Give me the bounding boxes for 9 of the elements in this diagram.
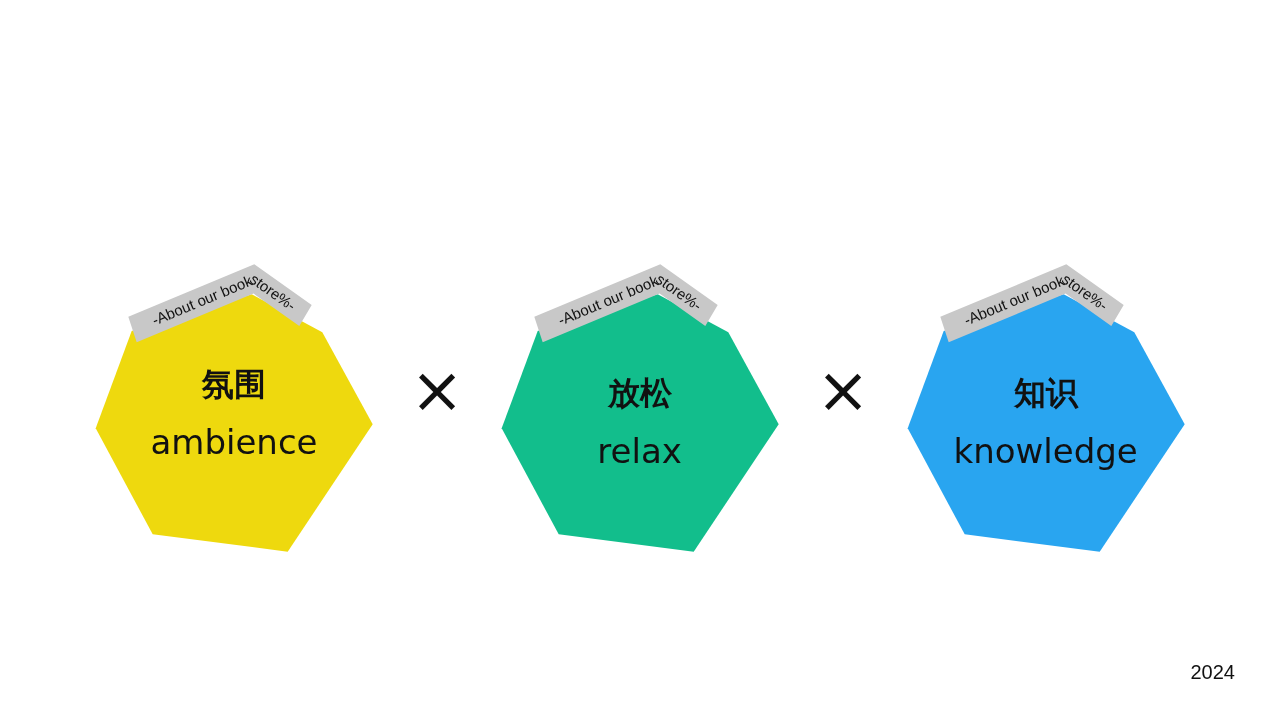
node-heading: 知识 <box>1013 377 1078 409</box>
multiplication-sign: × <box>816 370 870 412</box>
node-heading: 氛围 <box>202 368 266 400</box>
node-label: ambience <box>150 425 318 459</box>
node-label: knowledge <box>953 434 1138 468</box>
node-heading: 放松 <box>607 377 672 409</box>
node-label: relax <box>597 434 682 468</box>
year-text: 2024 <box>1190 662 1235 682</box>
multiplication-sign: × <box>410 370 464 412</box>
